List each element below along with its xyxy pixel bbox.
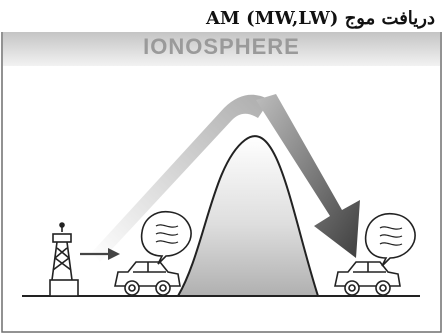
car-icon-left bbox=[115, 262, 180, 295]
sound-bubble-icon-right bbox=[366, 214, 415, 266]
sound-bubble-icon-left bbox=[142, 212, 191, 264]
ionosphere-label: IONOSPHERE bbox=[0, 33, 443, 61]
radio-tower-icon bbox=[50, 223, 78, 296]
diagram-title: دریافت موج AM (MW,LW) bbox=[206, 6, 435, 32]
car-icon-right bbox=[335, 262, 400, 295]
